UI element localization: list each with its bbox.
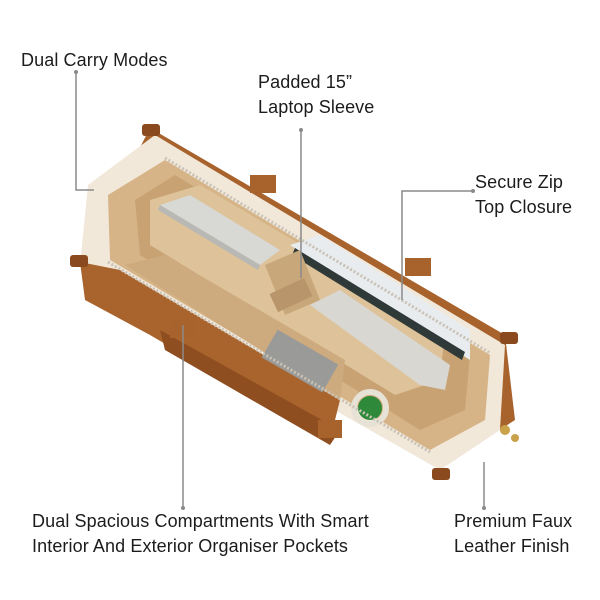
callout-lines bbox=[75, 72, 485, 508]
green-item-cap bbox=[351, 389, 389, 427]
handle-bottom bbox=[432, 468, 450, 480]
phone bbox=[261, 329, 339, 393]
callout-dot-leather bbox=[482, 506, 486, 510]
callout-dots bbox=[74, 70, 486, 510]
strap-band bbox=[269, 277, 313, 313]
callout-zip-line1: Secure Zip bbox=[475, 172, 564, 192]
callout-laptop-sleeve: Padded 15” Laptop Sleeve bbox=[258, 70, 374, 120]
callout-line-zip bbox=[401, 190, 473, 300]
callout-dot-zip bbox=[471, 189, 475, 193]
callout-compartments-line2: Interior And Exterior Organiser Pockets bbox=[32, 536, 349, 556]
callout-laptop-line2: Laptop Sleeve bbox=[258, 97, 375, 117]
handle-left bbox=[70, 255, 88, 267]
notebook-cover bbox=[292, 248, 465, 360]
strap-tab-top bbox=[250, 175, 276, 193]
callout-dual-carry-line1: Dual Carry Modes bbox=[21, 50, 168, 70]
strap-tab-front2 bbox=[318, 420, 342, 438]
tote-bag bbox=[70, 124, 519, 480]
callout-dot-dual-carry bbox=[74, 70, 78, 74]
zipper-top bbox=[164, 156, 491, 355]
callout-leather-finish: Premium Faux Leather Finish bbox=[454, 509, 572, 559]
callout-zip-closure: Secure Zip Top Closure bbox=[475, 170, 572, 220]
callout-laptop-line1: Padded 15” bbox=[258, 72, 353, 92]
strap-tab-front bbox=[170, 320, 194, 338]
callout-zip-line2: Top Closure bbox=[475, 197, 573, 217]
callout-dot-laptop bbox=[299, 128, 303, 132]
callout-compartments: Dual Spacious Compartments With Smart In… bbox=[32, 509, 369, 559]
callout-dot-compartments bbox=[181, 506, 185, 510]
device-lower bbox=[310, 290, 450, 390]
callout-compartments-line1: Dual Spacious Compartments With Smart bbox=[32, 511, 369, 531]
handle-right bbox=[500, 332, 518, 344]
handle-left-top bbox=[142, 124, 160, 136]
leather-front-bottom bbox=[160, 330, 340, 445]
callout-leather-line2: Leather Finish bbox=[454, 536, 570, 556]
callout-dual-carry: Dual Carry Modes bbox=[21, 48, 168, 73]
laptop-edge bbox=[158, 205, 260, 270]
zip-pull2 bbox=[511, 434, 519, 442]
strap-tab-right bbox=[405, 258, 431, 276]
zip-pull bbox=[500, 425, 510, 435]
callout-line-dual-carry bbox=[75, 72, 94, 191]
callout-leather-line1: Premium Faux bbox=[454, 511, 573, 531]
laptop bbox=[160, 195, 280, 265]
